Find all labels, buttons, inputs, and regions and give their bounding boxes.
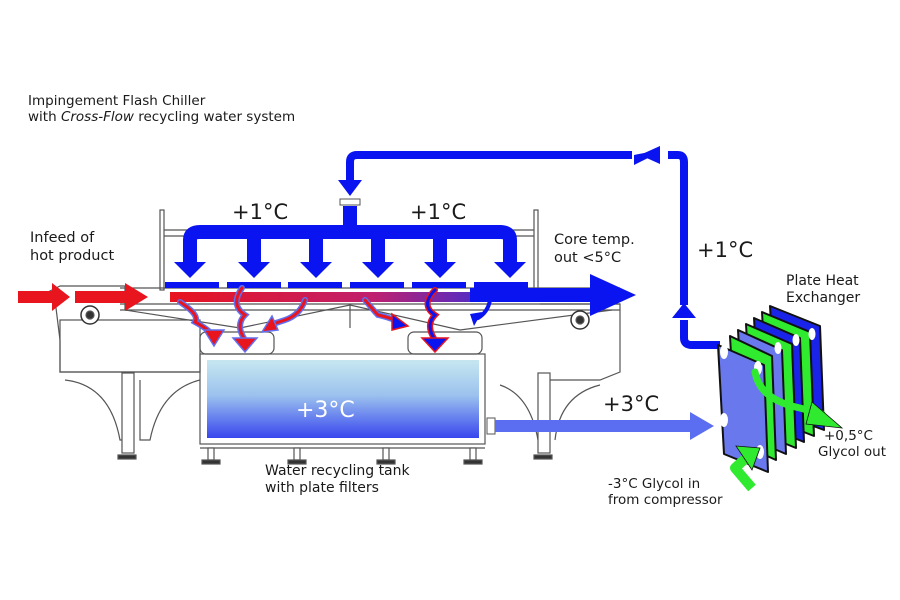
tank-outflow-pipe — [486, 412, 714, 440]
core-temp-label: Core temp. out <5°C — [554, 232, 635, 267]
plate-heat-exchanger-label: Plate Heat Exchanger — [786, 273, 860, 307]
manifold-right-temp: +1°C — [410, 200, 467, 224]
supply-manifold — [183, 206, 517, 262]
title-line-1: Impingement Flash Chiller — [28, 93, 206, 109]
tank-line-2: with plate filters — [265, 480, 379, 497]
return-arrow-up — [672, 303, 696, 318]
glycol-out-line-1: +0,5°C — [824, 428, 873, 444]
phe-line-1: Plate Heat — [786, 273, 859, 289]
return-arrow-left-head — [640, 146, 660, 164]
infeed-arrows — [18, 283, 148, 311]
infeed-line-2: hot product — [30, 247, 115, 264]
manifold-left-temp: +1°C — [232, 200, 289, 224]
glycol-out-head — [805, 401, 844, 429]
return-pipe — [346, 151, 720, 349]
infeed-line-1: Infeed of — [30, 230, 95, 246]
glycol-out-arrow — [751, 368, 826, 418]
return-temp: +1°C — [697, 238, 754, 262]
title-prefix: with — [28, 109, 61, 126]
water-tank — [207, 360, 479, 438]
glycol-in-label: -3°C Glycol in from compressor — [608, 476, 723, 509]
tank-temp: +3°C — [296, 398, 355, 423]
drip-arrow-heads — [202, 312, 482, 354]
return-arrow-down — [338, 180, 362, 196]
title-suffix: recycling water system — [133, 109, 296, 126]
glycol-out-line-2: Glycol out — [818, 444, 887, 461]
core-line-1: Core temp. — [554, 232, 635, 248]
tank-outflow-temp: +3°C — [603, 392, 660, 416]
glycol-in-line-2: from compressor — [608, 492, 723, 509]
glycol-out-label: +0,5°C Glycol out — [818, 428, 886, 461]
glycol-in-arrow — [730, 454, 756, 492]
tank-label: Water recycling tank with plate filters — [265, 463, 410, 497]
manifold-inlet-flange — [339, 198, 361, 206]
plate-heat-exchanger — [717, 305, 825, 473]
infeed-label: Infeed of hot product — [30, 230, 114, 265]
phe-line-2: Exchanger — [786, 290, 861, 307]
product-out-arrow — [470, 274, 636, 316]
title-cross-flow: Cross-Flow — [60, 109, 134, 126]
spray-bars — [165, 282, 528, 288]
diagram-title: Impingement Flash Chiller with Cross-Flo… — [28, 93, 295, 126]
title-line-2: with Cross-Flow recycling water system — [28, 109, 295, 125]
glycol-in-line-1: -3°C Glycol in — [608, 476, 701, 492]
glycol-in-head — [735, 445, 761, 471]
core-line-2: out <5°C — [554, 249, 622, 266]
product-belt — [170, 292, 620, 302]
tank-line-1: Water recycling tank — [265, 463, 410, 479]
nozzle-arrows — [174, 238, 526, 278]
